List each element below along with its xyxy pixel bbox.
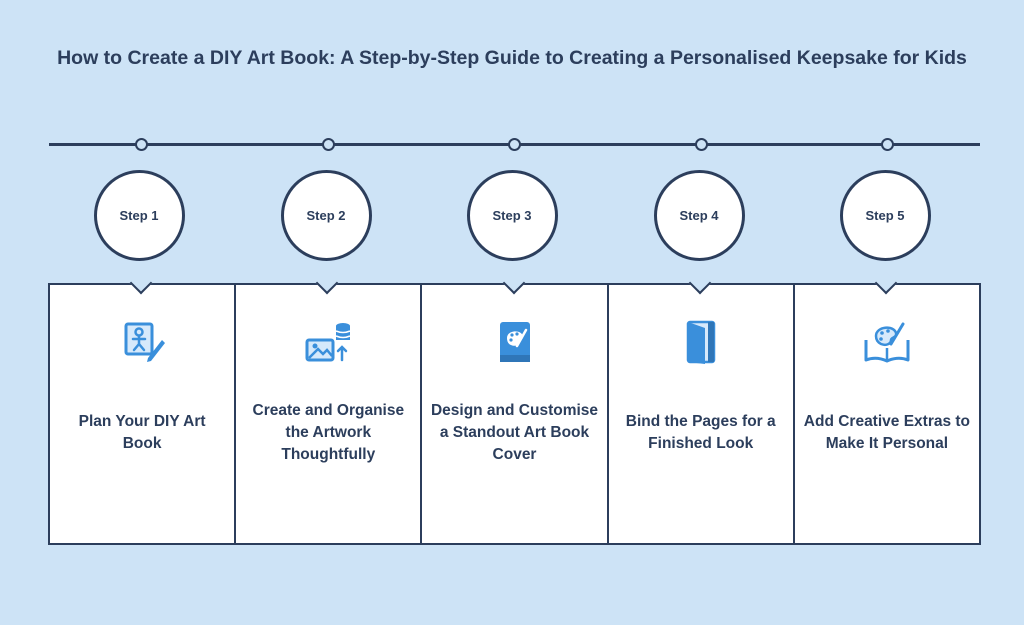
step-4-label: Bind the Pages for a Finished Look [625, 413, 776, 452]
timeline-dot [135, 138, 148, 151]
book-binding-icon [677, 318, 725, 366]
step-1-label: Plan Your DIY Art Book [78, 413, 206, 452]
drawing-plan-icon [118, 318, 166, 366]
step-1-card: Plan Your DIY Art Book [50, 271, 234, 543]
timeline-dot [695, 138, 708, 151]
step-5-card: Add Creative Extras to Make It Personal [792, 271, 979, 543]
card-notch [315, 271, 339, 295]
timeline-dot [322, 138, 335, 151]
step-2-label: Create and Organise the Artwork Thoughtf… [252, 402, 405, 463]
step-3-badge: Step 3 [466, 170, 558, 261]
card-notch [688, 271, 712, 295]
step-3-card: Design and Customise a Standout Art Book… [420, 271, 606, 543]
steps-panel: Plan Your DIY Art Book Create and Organi… [48, 271, 981, 545]
timeline-dot [508, 138, 521, 151]
step-1-badge: Step 1 [93, 170, 185, 261]
step-4-card: Bind the Pages for a Finished Look [606, 271, 793, 543]
step-4-badge: Step 4 [653, 170, 745, 261]
step-2-badge: Step 2 [280, 170, 372, 261]
image-storage-icon [304, 318, 352, 366]
timeline-dot [881, 138, 894, 151]
card-notch [502, 271, 525, 295]
page-title: How to Create a DIY Art Book: A Step-by-… [57, 47, 967, 69]
card-notch [129, 271, 153, 295]
step-2-card: Create and Organise the Artwork Thoughtf… [234, 271, 420, 543]
step-5-badge: Step 5 [839, 170, 931, 261]
card-notch [874, 271, 898, 295]
open-book-palette-icon [863, 318, 911, 366]
palette-book-icon [491, 318, 539, 366]
step-3-label: Design and Customise a Standout Art Book… [430, 402, 599, 463]
step-5-label: Add Creative Extras to Make It Personal [803, 413, 971, 452]
